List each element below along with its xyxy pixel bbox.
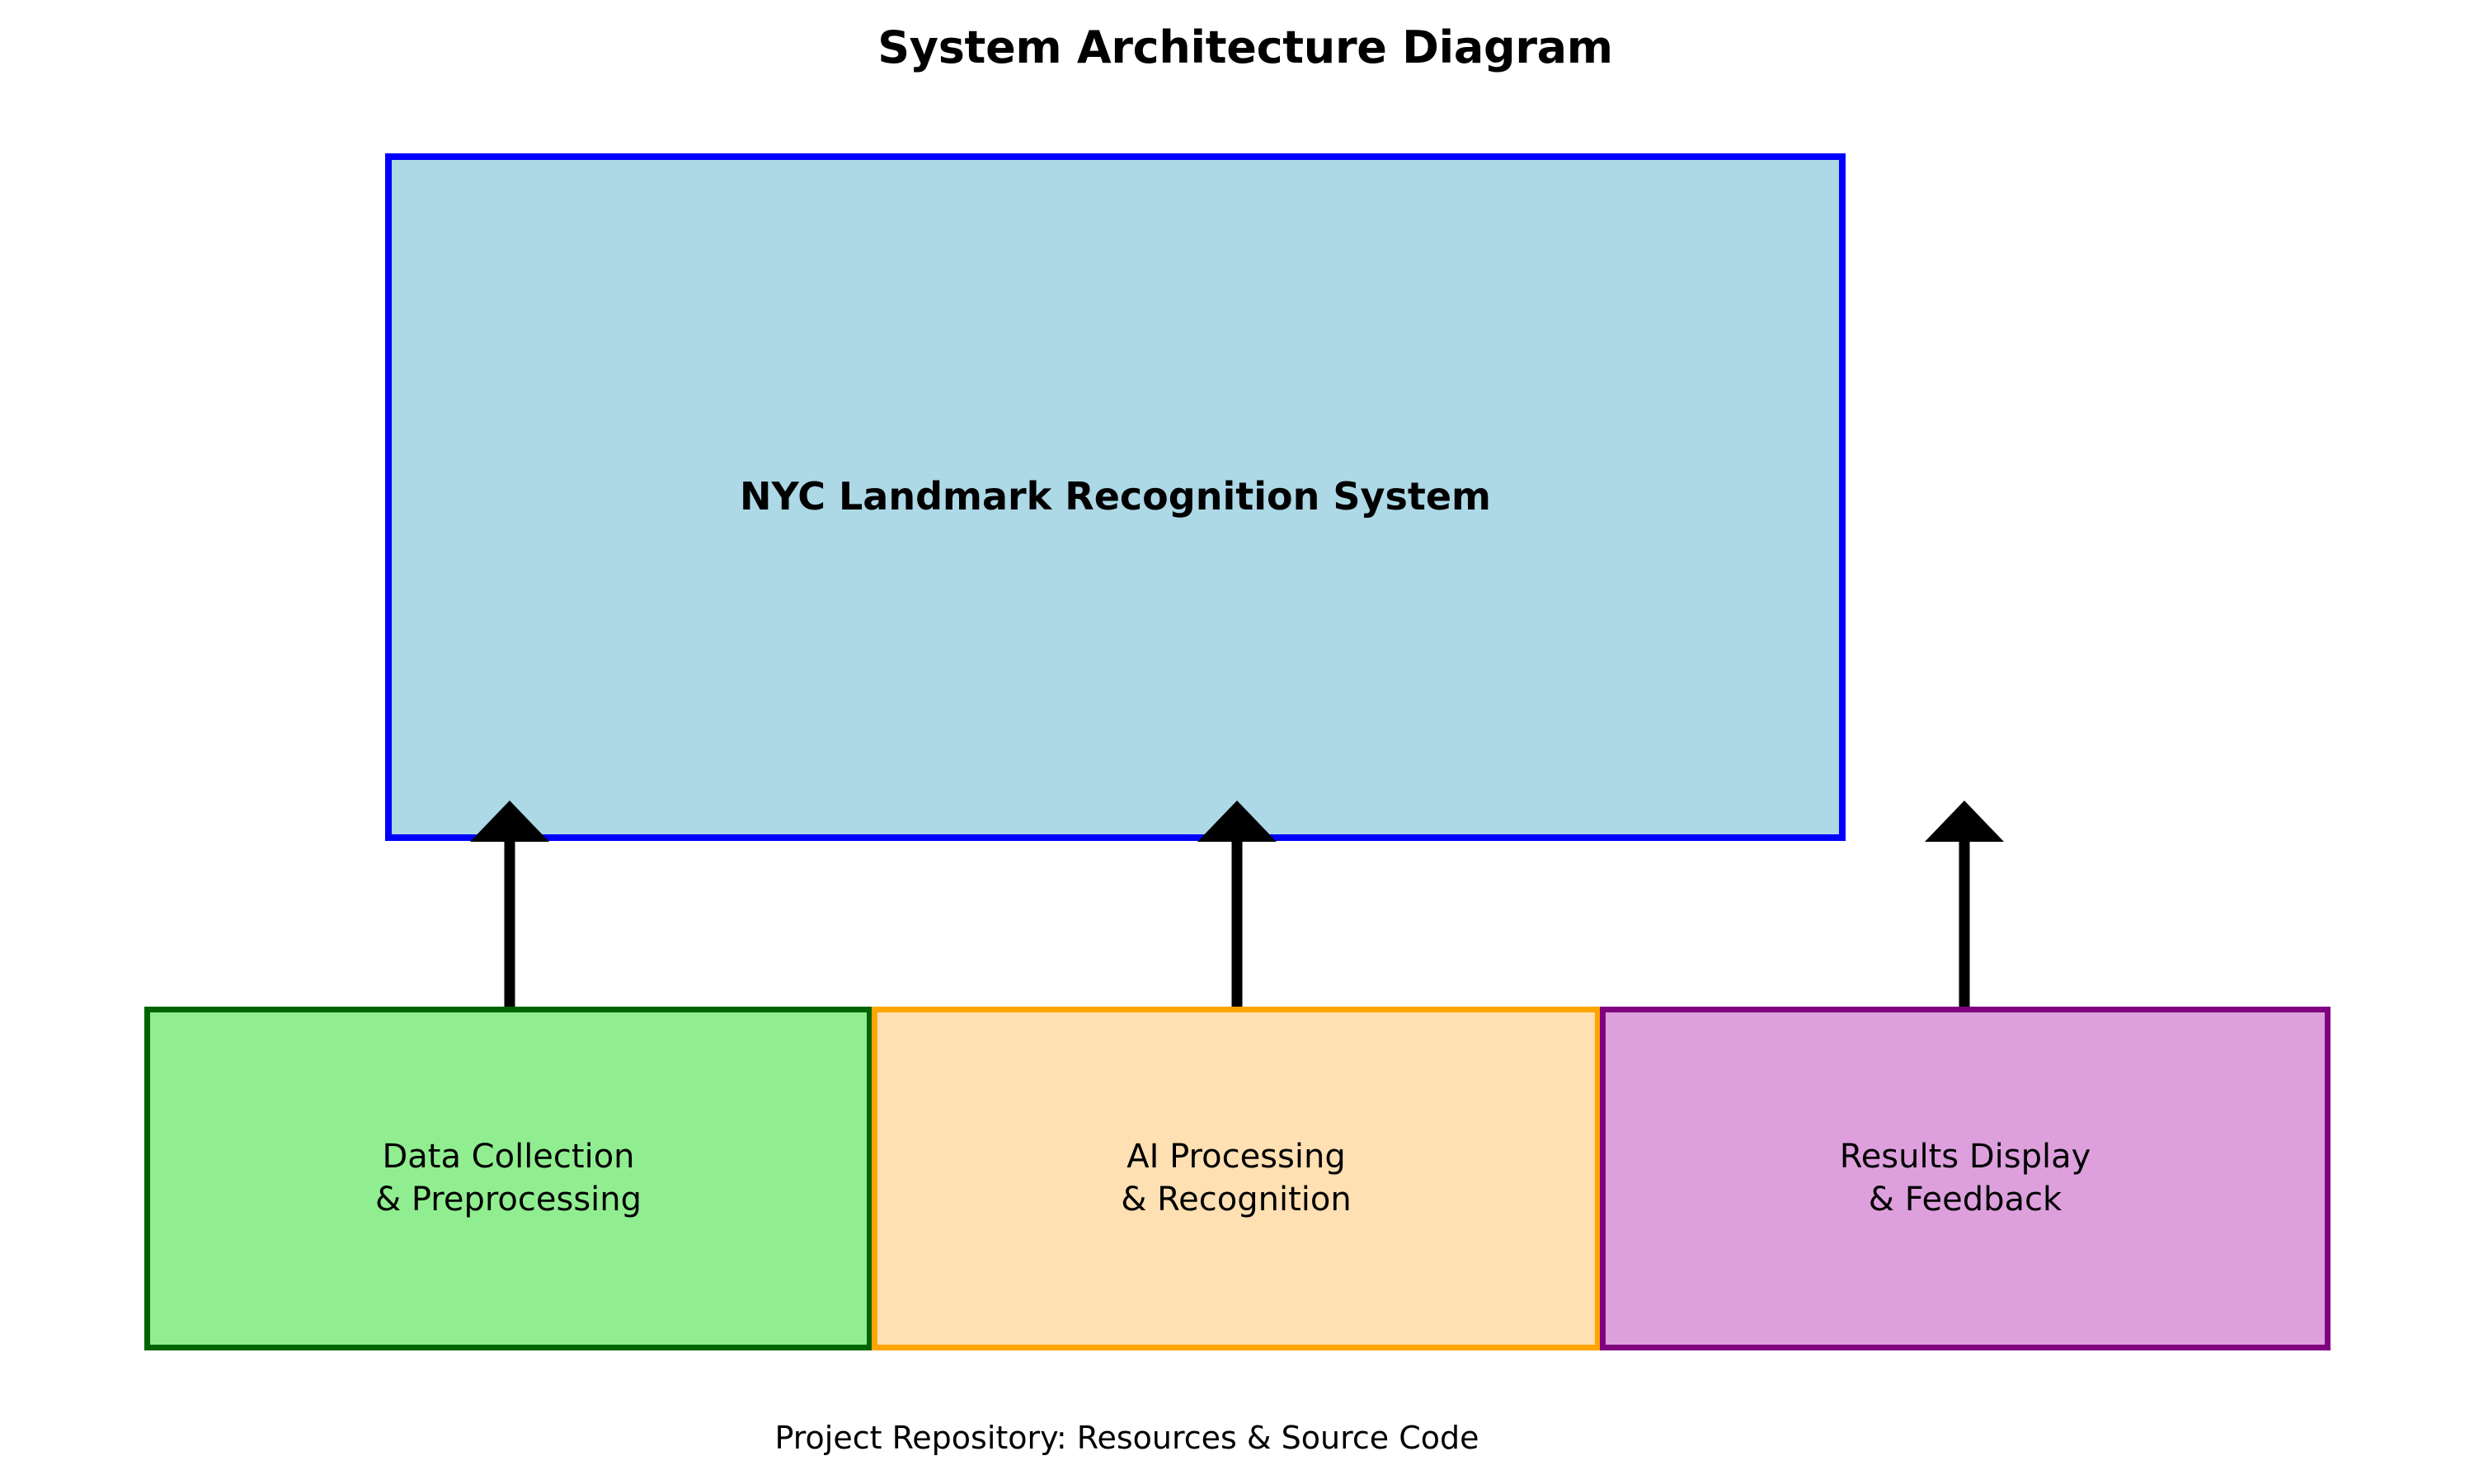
system-box-label: NYC Landmark Recognition System <box>740 474 1491 519</box>
system-box: NYC Landmark Recognition System <box>385 153 1846 841</box>
page-title: System Architecture Diagram <box>877 21 1613 73</box>
tier-box-results-display-label: Results Display & Feedback <box>1839 1138 2091 1219</box>
tier-box-data-collection-label: Data Collection & Preprocessing <box>374 1138 642 1219</box>
tier-box-data-collection: Data Collection & Preprocessing <box>144 1007 872 1350</box>
arrow-results-display-to-system <box>1925 801 2004 1010</box>
tier-box-results-display: Results Display & Feedback <box>1600 1007 2331 1350</box>
tier-box-ai-processing: AI Processing & Recognition <box>872 1007 1601 1350</box>
tier-box-ai-processing-label: AI Processing & Recognition <box>1121 1138 1352 1219</box>
footer-caption: Project Repository: Resources & Source C… <box>774 1420 1479 1456</box>
